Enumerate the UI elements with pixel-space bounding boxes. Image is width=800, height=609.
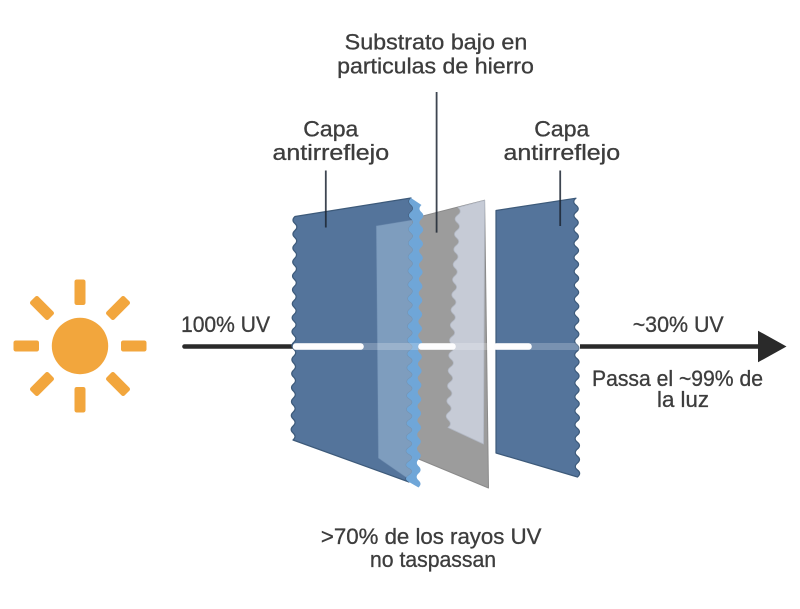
- svg-text:no taspassan: no taspassan: [370, 547, 496, 572]
- svg-text:Capa: Capa: [534, 117, 590, 142]
- svg-text:particulas de hierro: particulas de hierro: [337, 54, 534, 79]
- svg-text:~30% UV: ~30% UV: [633, 312, 724, 337]
- svg-text:Passa el ~99% de: Passa el ~99% de: [592, 366, 763, 391]
- svg-text:antirreflejo: antirreflejo: [273, 140, 390, 165]
- svg-text:Substrato bajo en: Substrato bajo en: [345, 30, 528, 55]
- svg-text:antirreflejo: antirreflejo: [504, 140, 621, 165]
- svg-text:Capa: Capa: [303, 117, 359, 142]
- svg-text:100% UV: 100% UV: [181, 312, 270, 337]
- svg-text:>70% de los rayos UV: >70% de los rayos UV: [321, 524, 542, 549]
- svg-text:la luz: la luz: [657, 387, 709, 412]
